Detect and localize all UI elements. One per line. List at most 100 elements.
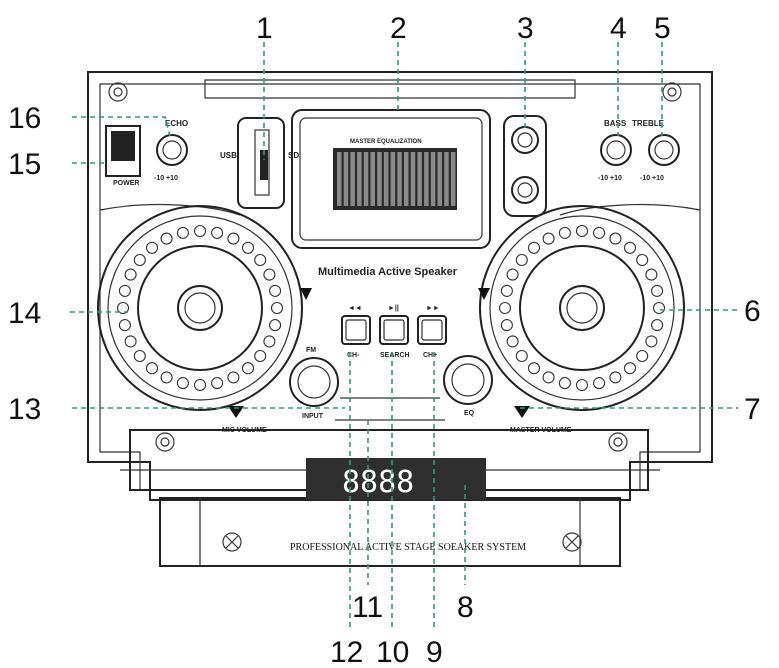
right-speaker-led-dot <box>527 362 541 375</box>
treble-knob[interactable] <box>648 134 680 166</box>
left-speaker-led-dot <box>176 226 189 239</box>
callout-5: 5 <box>654 12 671 45</box>
master-volume-arrow-icon <box>514 406 530 418</box>
usb-label: USB <box>220 151 237 160</box>
left-speaker-led-dot <box>270 301 284 315</box>
search-label: SEARCH <box>380 352 410 359</box>
right-speaker <box>479 205 685 411</box>
left-speaker-led-dot <box>133 253 146 267</box>
right-speaker-led-dot <box>593 226 606 239</box>
callout-3: 3 <box>517 12 534 45</box>
left-speaker <box>97 205 303 411</box>
echo-range: -10 +10 <box>154 175 178 182</box>
right-speaker-led-dot <box>542 232 555 245</box>
ch-minus-label: CH- <box>347 352 360 359</box>
callout-6: 6 <box>744 295 761 328</box>
eq-knob[interactable] <box>443 355 493 405</box>
right-badge-icon <box>562 532 582 552</box>
callout-1: 1 <box>256 12 273 45</box>
echo-knob[interactable] <box>156 134 188 166</box>
right-speaker-led-dot <box>515 349 528 363</box>
right-speaker-led-dot <box>558 377 571 390</box>
eq-band-bar <box>437 152 442 206</box>
right-speaker-led-dot <box>645 268 658 281</box>
eq-band-bar <box>424 152 429 206</box>
eq-band-bar <box>350 152 355 206</box>
ch-minus-button[interactable] <box>341 315 371 345</box>
left-speaker-led-dot <box>193 224 207 238</box>
callout-7: 7 <box>744 393 761 426</box>
leader-lines <box>70 42 738 630</box>
prev-icon: ◄◄ <box>348 305 362 312</box>
left-speaker-led-dot <box>176 377 189 390</box>
left-speaker-led-dot <box>227 232 240 245</box>
callout-11: 11 <box>352 591 383 624</box>
equalizer-display <box>291 109 491 249</box>
left-speaker-led-dot <box>227 371 240 384</box>
left-speaker-led-dot <box>269 319 282 332</box>
right-speaker-led-dot <box>506 335 519 348</box>
treble-label: TREBLE <box>632 119 665 128</box>
left-speaker-led-dot <box>241 362 255 375</box>
right-speaker-led-dot <box>623 241 637 254</box>
callout-8: 8 <box>457 591 474 624</box>
eq-band-bar <box>363 152 369 206</box>
right-speaker-led-dot <box>558 226 571 239</box>
bass-knob[interactable] <box>600 134 632 166</box>
right-arrow-icon <box>478 288 490 300</box>
left-speaker-led-dot <box>269 284 282 297</box>
callout-4: 4 <box>610 12 627 45</box>
right-speaker-led-dot <box>645 335 658 348</box>
left-speaker-led-dot <box>124 335 137 348</box>
eq-band-bar <box>417 152 422 206</box>
callout-14: 14 <box>8 297 41 330</box>
usb-sd-slot[interactable] <box>237 117 285 209</box>
left-speaker-led-dot <box>193 378 207 392</box>
callout-16: 16 <box>8 102 41 135</box>
left-speaker-led-dot <box>263 335 276 348</box>
right-speaker-led-dot <box>542 371 555 384</box>
master-eq-label: MASTER EQUALIZATION <box>350 139 422 145</box>
next-icon: ►► <box>426 305 440 312</box>
power-switch[interactable] <box>105 125 141 177</box>
bass-label: BASS <box>604 119 627 128</box>
right-speaker-led-dot <box>636 253 649 267</box>
right-speaker-led-dot <box>593 377 606 390</box>
eq-label: EQ <box>464 410 475 417</box>
right-speaker-led-dot <box>515 253 528 267</box>
right-speaker-led-dot <box>500 319 513 332</box>
left-speaker-led-dot <box>145 362 159 375</box>
tone-knob-upper[interactable] <box>503 115 547 217</box>
left-speaker-led-dot <box>254 253 267 267</box>
input-label: INPUT <box>302 413 324 420</box>
tone-knob-lower[interactable] <box>511 176 539 204</box>
left-speaker-led-dot <box>118 284 131 297</box>
eq-band-bar <box>357 152 362 206</box>
callout-13: 13 <box>8 393 41 426</box>
eq-band-bar <box>377 152 382 206</box>
ch-plus-button[interactable] <box>417 315 447 345</box>
search-button[interactable] <box>379 315 409 345</box>
left-speaker-led-dot <box>116 301 130 315</box>
treble-range: -10 +10 <box>640 175 664 182</box>
callout-2: 2 <box>390 12 407 45</box>
callout-12: 12 <box>330 636 363 668</box>
input-knob[interactable] <box>289 357 339 407</box>
bass-range: -10 +10 <box>598 175 622 182</box>
sd-label: SD <box>288 151 299 160</box>
left-speaker-led-dot <box>254 349 267 363</box>
ch-plus-label: CH+ <box>423 352 437 359</box>
callout-9: 9 <box>426 636 443 668</box>
front-handle <box>129 429 649 567</box>
callout-10: 10 <box>376 636 409 668</box>
right-speaker-led-dot <box>623 362 637 375</box>
right-speaker-led-dot <box>498 301 512 315</box>
left-speaker-led-dot <box>133 349 146 363</box>
eq-band-bar <box>404 152 409 206</box>
right-speaker-led-dot <box>575 224 589 238</box>
left-speaker-led-dot <box>211 377 224 390</box>
left-arrow-icon <box>300 288 312 300</box>
left-badge-icon <box>222 532 242 552</box>
right-speaker-led-dot <box>527 241 541 254</box>
corner-screws <box>108 82 682 452</box>
